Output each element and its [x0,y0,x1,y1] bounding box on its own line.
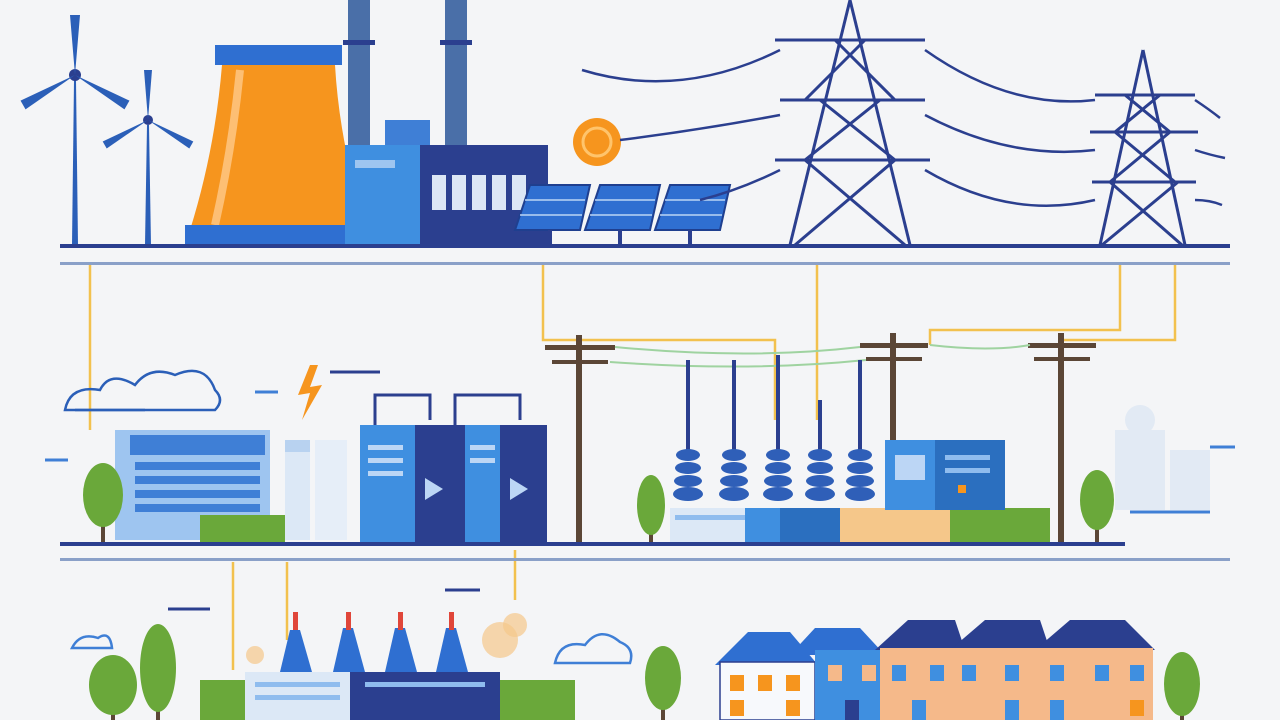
tree-icon [83,463,123,543]
cloud-icon [69,633,633,665]
distribution-tier [69,588,1200,720]
factory-icon [200,612,575,720]
tree-icon [140,624,176,720]
background-city [1115,405,1210,510]
tree-icon [1164,652,1200,720]
chimney-icon [343,0,472,145]
tree-icon [637,475,665,543]
wind-turbine-icon [102,70,194,245]
tree-icon [1080,470,1114,543]
house-icon [715,632,818,720]
house-icon [950,620,1050,720]
ground-line [60,262,1230,265]
utility-pole-icon [545,335,615,543]
connector-wires [88,265,1177,670]
substation-building [115,430,285,543]
substation-base [670,508,1050,543]
transmission-tier [45,333,1235,561]
transmission-tower-icon [1090,49,1198,247]
wind-turbine-icon [20,15,130,245]
distribution-wires [609,344,1031,368]
insulator-icon [673,355,875,501]
smoke-icon [246,613,527,664]
tree-icon [645,646,681,720]
solar-panel-icon [513,184,592,245]
utility-pole-icon [1028,333,1096,543]
house-icon [1035,620,1155,720]
play-icon [425,478,443,500]
transmission-wires [581,48,1226,207]
sun-icon [573,118,621,166]
generation-tier [20,0,1230,265]
transmission-tower-icon [775,0,930,247]
ground-line [60,244,1230,248]
lightning-icon [298,365,322,420]
solar-panel-icon [583,184,662,245]
ground-line [60,558,1230,561]
cloud-icon [63,369,222,412]
house-icon [875,620,965,720]
ground-line [60,542,1125,546]
play-icon [510,478,528,500]
utility-pole-icon [860,333,928,443]
cooling-tower-icon [185,45,375,247]
transformer-cabinet [360,393,547,543]
tree-icon [89,655,137,720]
control-cabinet [885,440,1005,510]
storage-tank-icon [285,440,347,540]
